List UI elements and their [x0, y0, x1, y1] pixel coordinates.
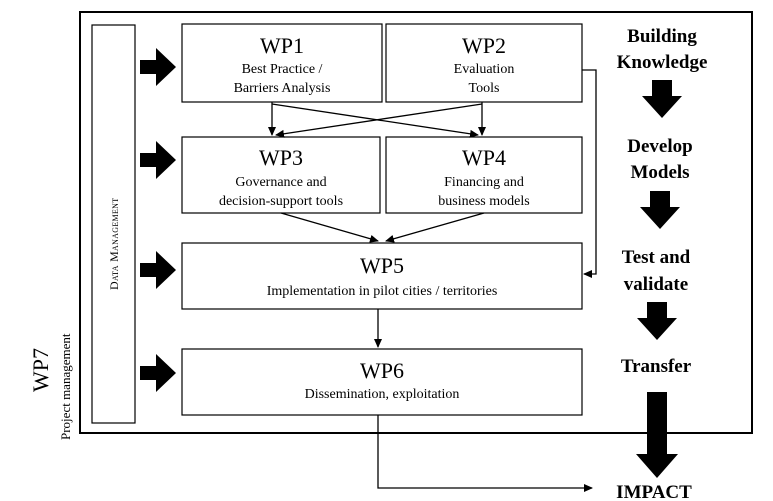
down-arrow-2 — [640, 191, 680, 229]
stage-transfer: Transfer — [621, 356, 692, 377]
left-arrow-row2 — [140, 141, 176, 179]
wp1-box: WP1 Best Practice / Barriers Analysis — [181, 23, 383, 103]
left-arrow-row3 — [140, 251, 176, 289]
wp5-title: WP5 — [360, 253, 404, 278]
stage-impact: IMPACT — [616, 482, 692, 501]
wp6-line1: Dissemination, exploitation — [305, 387, 460, 402]
stage-knowledge: Knowledge — [617, 52, 708, 73]
wp5-line1: Implementation in pilot cities / territo… — [267, 284, 498, 299]
left-arrow-row4 — [140, 354, 176, 392]
wp1-line1: Best Practice / — [242, 62, 323, 77]
stage-models: Models — [630, 162, 689, 183]
wp4-line2: business models — [438, 194, 529, 209]
down-arrow-1 — [642, 80, 682, 118]
wp2-box: WP2 Evaluation Tools — [385, 23, 583, 103]
arrow-wp3-wp5 — [280, 212, 379, 243]
project-management-label: Project management — [58, 333, 73, 440]
wp3-title: WP3 — [259, 145, 303, 170]
wp3-line2: decision-support tools — [219, 194, 343, 209]
wp4-line1: Financing and — [444, 175, 524, 190]
arrow-wp4-wp5 — [385, 212, 485, 243]
stage-building: Building — [627, 26, 697, 47]
arrow-wp2-wp5 — [582, 69, 597, 278]
wp4-title: WP4 — [462, 145, 506, 170]
outer-frame — [79, 11, 753, 434]
wp4-box: WP4 Financing and business models — [385, 136, 583, 214]
arrow-wp2-wp3 — [275, 103, 483, 138]
wp5-box: WP5 Implementation in pilot cities / ter… — [181, 242, 583, 310]
wp2-title: WP2 — [462, 33, 506, 58]
wp7-label: WP7 — [28, 348, 53, 392]
wp3-box: WP3 Governance and decision-support tool… — [181, 136, 381, 214]
wp6-title: WP6 — [360, 358, 404, 383]
down-arrow-3 — [637, 302, 677, 340]
wp3-line1: Governance and — [235, 175, 326, 190]
wp1-line2: Barriers Analysis — [234, 81, 331, 96]
arrow-wp6-impact — [377, 415, 593, 492]
wp1-title: WP1 — [260, 33, 304, 58]
wp2-line1: Evaluation — [454, 62, 515, 77]
stage-test: Test and — [622, 247, 691, 268]
stage-validate: validate — [624, 274, 688, 295]
down-arrow-4 — [636, 392, 678, 478]
wp2-line2: Tools — [469, 81, 500, 96]
data-management-label: Data Management — [107, 198, 121, 290]
data-management-box — [91, 24, 136, 424]
stage-develop: Develop — [627, 136, 692, 157]
wp6-box: WP6 Dissemination, exploitation — [181, 348, 583, 416]
left-arrow-row1 — [140, 48, 176, 86]
